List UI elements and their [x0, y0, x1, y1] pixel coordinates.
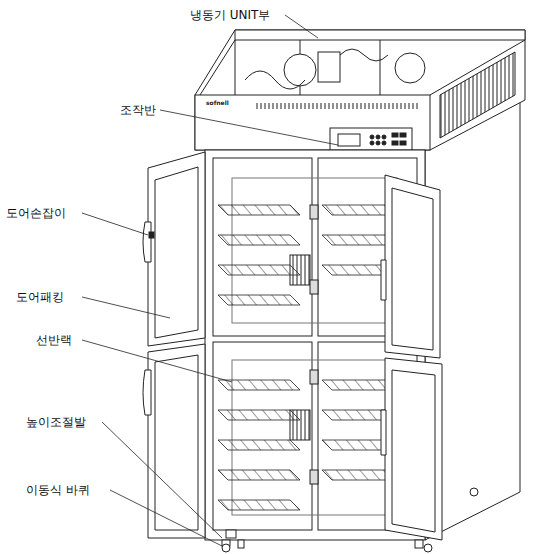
part-label: 선반랙 [36, 333, 72, 347]
leader-line [82, 15, 338, 546]
brand-mark: sofnell [206, 99, 229, 106]
part-label: 도어손잡이 [6, 206, 66, 220]
part-label: 도어패킹 [16, 290, 64, 304]
part-label: 이동식 바퀴 [26, 483, 90, 497]
part-label: 높이조절발 [26, 415, 86, 429]
part-label: 조작반 [120, 103, 156, 117]
part-label: 냉동기 UNIT부 [190, 8, 270, 22]
